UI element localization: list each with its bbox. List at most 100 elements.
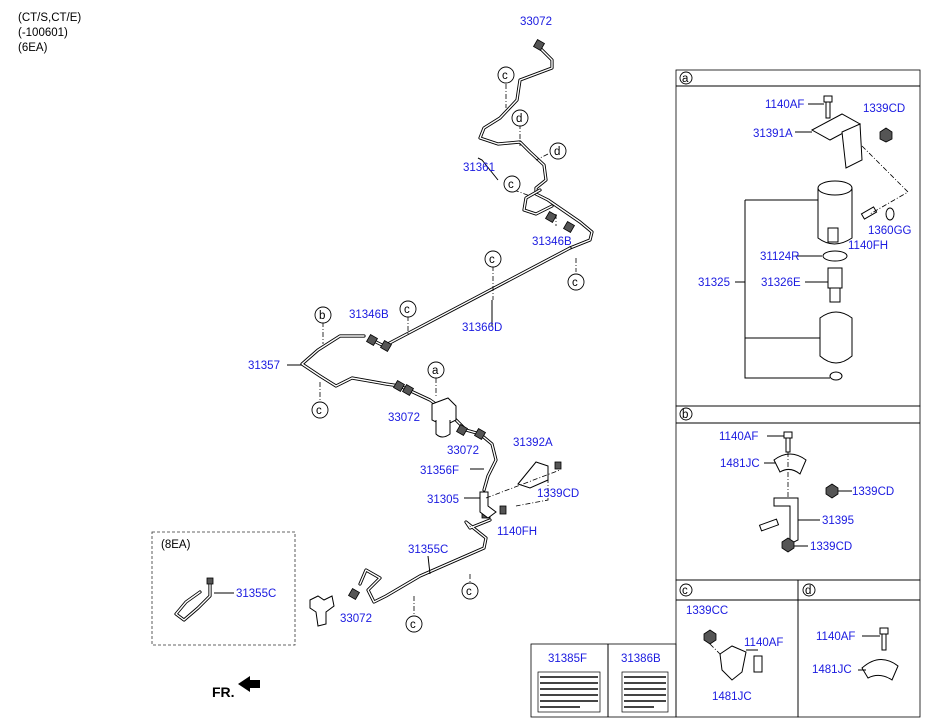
panel-a: a 1140AF 1 (675, 69, 921, 407)
part-label: 31346B (532, 236, 572, 248)
fitting-nut (401, 383, 415, 397)
part-label: 1339CC (686, 605, 728, 617)
svg-text:c: c (572, 277, 578, 289)
part-label: 1140AF (744, 637, 783, 649)
callout-c: c (399, 300, 417, 318)
bracket-icon (517, 461, 549, 489)
callouts: c d d c c c b c a c c c (311, 66, 585, 633)
part-label: 1339CD (537, 488, 579, 500)
inset-8ea: (8EA) 31355C (151, 531, 296, 646)
part-label: 31305 (427, 494, 459, 506)
fitting-nut (455, 423, 469, 437)
panel-c: c 1339CC 1140AF 1481JC (675, 579, 799, 718)
panel-letter: b (682, 409, 688, 421)
part-label: 1360GG (868, 225, 912, 237)
part-label: 1339CD (810, 541, 852, 553)
part-label: 1481JC (812, 664, 852, 676)
svg-text:c: c (404, 304, 410, 316)
fitting-nut (347, 587, 361, 601)
fitting-nut (365, 333, 379, 347)
part-label: 1481JC (712, 691, 752, 703)
part-label: 31355C (408, 544, 448, 556)
part-label: 31395 (822, 515, 854, 527)
nut-icon (554, 461, 562, 470)
panel-letter: c (682, 585, 688, 597)
fitting-nut (473, 427, 487, 441)
bolt-icon (499, 505, 507, 515)
tank-connector-icon (309, 595, 335, 627)
part-label: 1140AF (816, 631, 855, 643)
part-label: 31326E (761, 277, 801, 289)
header-line2: (-100601) (18, 27, 68, 39)
svg-text:a: a (432, 365, 439, 377)
inset-title: (8EA) (161, 539, 191, 551)
fitting-nut (562, 220, 576, 234)
header-line1: (CT/S,CT/E) (18, 12, 81, 24)
connector-icon (479, 491, 497, 519)
callout-c: c (461, 582, 479, 600)
part-label: 31366D (462, 322, 502, 334)
header-line3: (6EA) (18, 42, 48, 54)
warning-label-icon (537, 671, 601, 713)
front-label: FR. (212, 684, 235, 700)
callout-c: c (484, 250, 502, 268)
callout-c: c (311, 401, 329, 419)
part-label: 31386B (621, 653, 661, 665)
part-label: 1339CD (852, 486, 894, 498)
part-label: 33072 (520, 16, 552, 28)
part-label: 31346B (349, 309, 389, 321)
fuel-filter-icon (431, 397, 457, 438)
part-label: 1140FH (848, 240, 888, 252)
part-label: 1140AF (719, 431, 758, 443)
main-labels: 33072 31361 31346B 31346B 31366D 31357 3… (248, 16, 579, 625)
svg-text:c: c (316, 405, 322, 417)
front-arrow-icon (238, 676, 260, 692)
part-label: 31355C (236, 588, 276, 600)
part-label: 31392A (513, 437, 553, 449)
part-label: 31391A (753, 128, 793, 140)
part-label: 1339CD (863, 103, 905, 115)
part-label: 1481JC (720, 458, 760, 470)
svg-text:d: d (516, 113, 522, 125)
panel-d: d 1140AF 1481JC (797, 579, 921, 718)
part-label: 1140AF (765, 99, 804, 111)
part-label: 33072 (447, 445, 479, 457)
part-label: 31124R (760, 251, 799, 263)
part-label: 33072 (340, 613, 372, 625)
warning-label-icon (621, 671, 669, 713)
callout-c: c (503, 175, 521, 193)
callout-a: a (427, 361, 445, 379)
labels-table: 31385F 31386B (530, 643, 677, 718)
front-indicator: FR. (212, 676, 260, 700)
part-label: 31361 (463, 162, 495, 174)
callout-c: c (497, 66, 515, 84)
callout-b: b (314, 306, 332, 324)
part-label: 31385F (548, 653, 587, 665)
svg-text:b: b (319, 310, 325, 322)
callout-c: c (405, 615, 423, 633)
part-label: 1140FH (497, 526, 537, 538)
panel-letter: a (682, 73, 689, 85)
callout-d: d (549, 142, 567, 160)
callout-d: d (511, 109, 529, 127)
callout-c: c (567, 273, 585, 291)
fitting-nut (392, 379, 406, 393)
part-label: 33072 (388, 412, 420, 424)
panel-letter: d (805, 585, 811, 597)
part-label: 31325 (698, 277, 730, 289)
fitting-nut (544, 210, 558, 224)
fitting-nut (532, 38, 546, 52)
main-pipe-assembly (287, 38, 594, 627)
svg-text:c: c (410, 619, 416, 631)
part-label: 31356F (420, 465, 459, 477)
part-label: 31357 (248, 360, 280, 372)
svg-text:c: c (466, 586, 472, 598)
svg-text:d: d (554, 146, 560, 158)
header: (CT/S,CT/E) (-100601) (6EA) (18, 12, 81, 54)
svg-text:c: c (502, 70, 508, 82)
svg-text:c: c (489, 254, 495, 266)
panel-b: b 1140AF 1481JC 1339CD 31395 1339CD (675, 405, 921, 581)
svg-text:c: c (508, 179, 514, 191)
fitting-nut (379, 339, 393, 353)
